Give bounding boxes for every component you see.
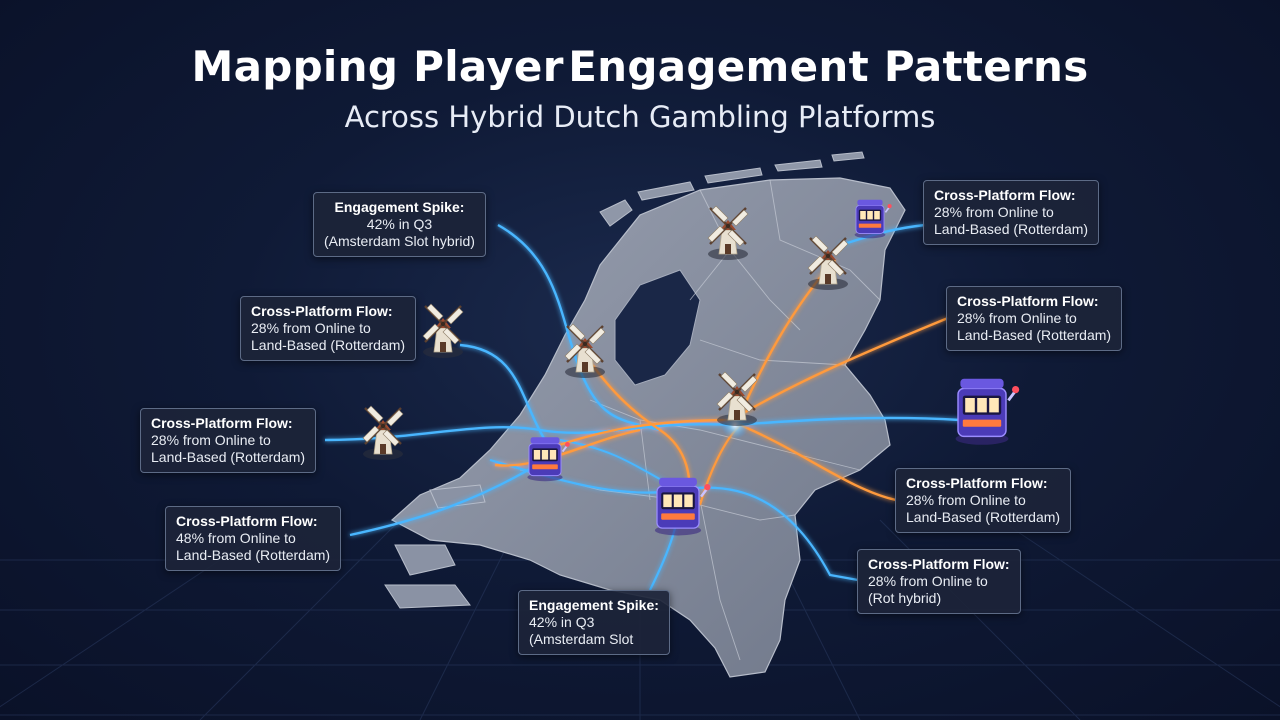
callout-line: Land-Based (Rotterdam) bbox=[251, 337, 406, 353]
flow-line-blue bbox=[349, 458, 546, 537]
subtitle: Across Hybrid Dutch Gambling Platforms bbox=[344, 100, 936, 134]
province-borders bbox=[519, 179, 881, 661]
wadden-island bbox=[599, 199, 633, 227]
callout-line: Land-Based (Rotterdam) bbox=[957, 327, 1112, 343]
ijsselmeer bbox=[614, 269, 701, 386]
callout-line: Land-Based (Rotterdam) bbox=[934, 221, 1089, 237]
flow-line-blue bbox=[459, 343, 547, 441]
callout-line: 42% in Q3 bbox=[529, 614, 595, 630]
wadden-island bbox=[831, 151, 865, 162]
wadden-island bbox=[637, 181, 695, 201]
callout-cross-platform-flow: Cross-Platform Flow: 28% from Online to … bbox=[857, 549, 1021, 614]
flow-line-blue bbox=[324, 423, 736, 442]
callout-line: Land-Based (Rotterdam) bbox=[176, 547, 331, 563]
flow-line-orange bbox=[739, 423, 897, 502]
flow-line-orange bbox=[544, 418, 736, 452]
callout-engagement-spike-bottom: Engagement Spike: 42% in Q3 (Amsterdam S… bbox=[518, 590, 670, 655]
callout-cross-platform-flow: Cross-Platform Flow: 28% from Online to … bbox=[140, 408, 317, 473]
zeeland-island bbox=[384, 584, 471, 609]
callout-title: Cross-Platform Flow: bbox=[934, 187, 1076, 203]
callout-line: 28% from Online to bbox=[906, 492, 1026, 508]
callout-title: Cross-Platform Flow: bbox=[176, 513, 318, 529]
slot-machine-icon bbox=[954, 377, 1021, 447]
flow-line-orange bbox=[494, 428, 641, 467]
title-main: Mapping Player bbox=[191, 42, 564, 91]
callout-title: Cross-Platform Flow: bbox=[251, 303, 393, 319]
callout-cross-platform-flow: Cross-Platform Flow: 28% from Online to … bbox=[240, 296, 417, 361]
flow-line-orange bbox=[739, 316, 949, 417]
callout-line: 28% from Online to bbox=[151, 432, 271, 448]
windmill-icon bbox=[421, 302, 465, 360]
zeeland-island bbox=[394, 544, 456, 576]
callout-line: 28% from Online to bbox=[868, 573, 988, 589]
callout-line: 42% in Q3 bbox=[366, 216, 433, 232]
title-accent: Engagement Patterns bbox=[568, 42, 1089, 91]
callout-cross-platform-flow: Cross-Platform Flow: 28% from Online to … bbox=[895, 468, 1072, 533]
callout-line: 48% from Online to bbox=[176, 530, 296, 546]
callout-line: (Amsterdam Slot bbox=[529, 631, 634, 647]
callout-title: Cross-Platform Flow: bbox=[906, 475, 1048, 491]
windmill-icon bbox=[361, 404, 405, 462]
callout-title: Cross-Platform Flow: bbox=[151, 415, 293, 431]
wadden-island bbox=[774, 159, 823, 172]
callout-line: 28% from Online to bbox=[251, 320, 371, 336]
callout-cross-platform-flow: Cross-Platform Flow: 48% from Online to … bbox=[165, 506, 342, 571]
callout-title: Cross-Platform Flow: bbox=[868, 556, 1010, 572]
callout-title: Engagement Spike: bbox=[529, 597, 659, 613]
callout-title: Cross-Platform Flow: bbox=[957, 293, 1099, 309]
wadden-island bbox=[704, 167, 763, 184]
callout-cross-platform-flow: Cross-Platform Flow: 28% from Online to … bbox=[946, 286, 1123, 351]
zeeland-island bbox=[429, 484, 486, 509]
callout-line: 28% from Online to bbox=[957, 310, 1077, 326]
callout-line: Land-Based (Rotterdam) bbox=[151, 449, 306, 465]
callout-line: (Rot hybrid) bbox=[868, 590, 942, 606]
callout-cross-platform-flow: Cross-Platform Flow: 28% from Online to … bbox=[923, 180, 1100, 245]
title: Mapping Player Engagement Patterns bbox=[0, 42, 1280, 91]
callout-line: Land-Based (Rotterdam) bbox=[906, 509, 1061, 525]
callout-line: 28% from Online to bbox=[934, 204, 1054, 220]
callout-line: (Amsterdam Slot hybrid) bbox=[324, 233, 475, 249]
callout-engagement-spike-top: Engagement Spike: 42% in Q3 (Amsterdam S… bbox=[313, 192, 486, 257]
callout-title: Engagement Spike: bbox=[334, 199, 465, 215]
flow-line-blue bbox=[734, 416, 961, 427]
